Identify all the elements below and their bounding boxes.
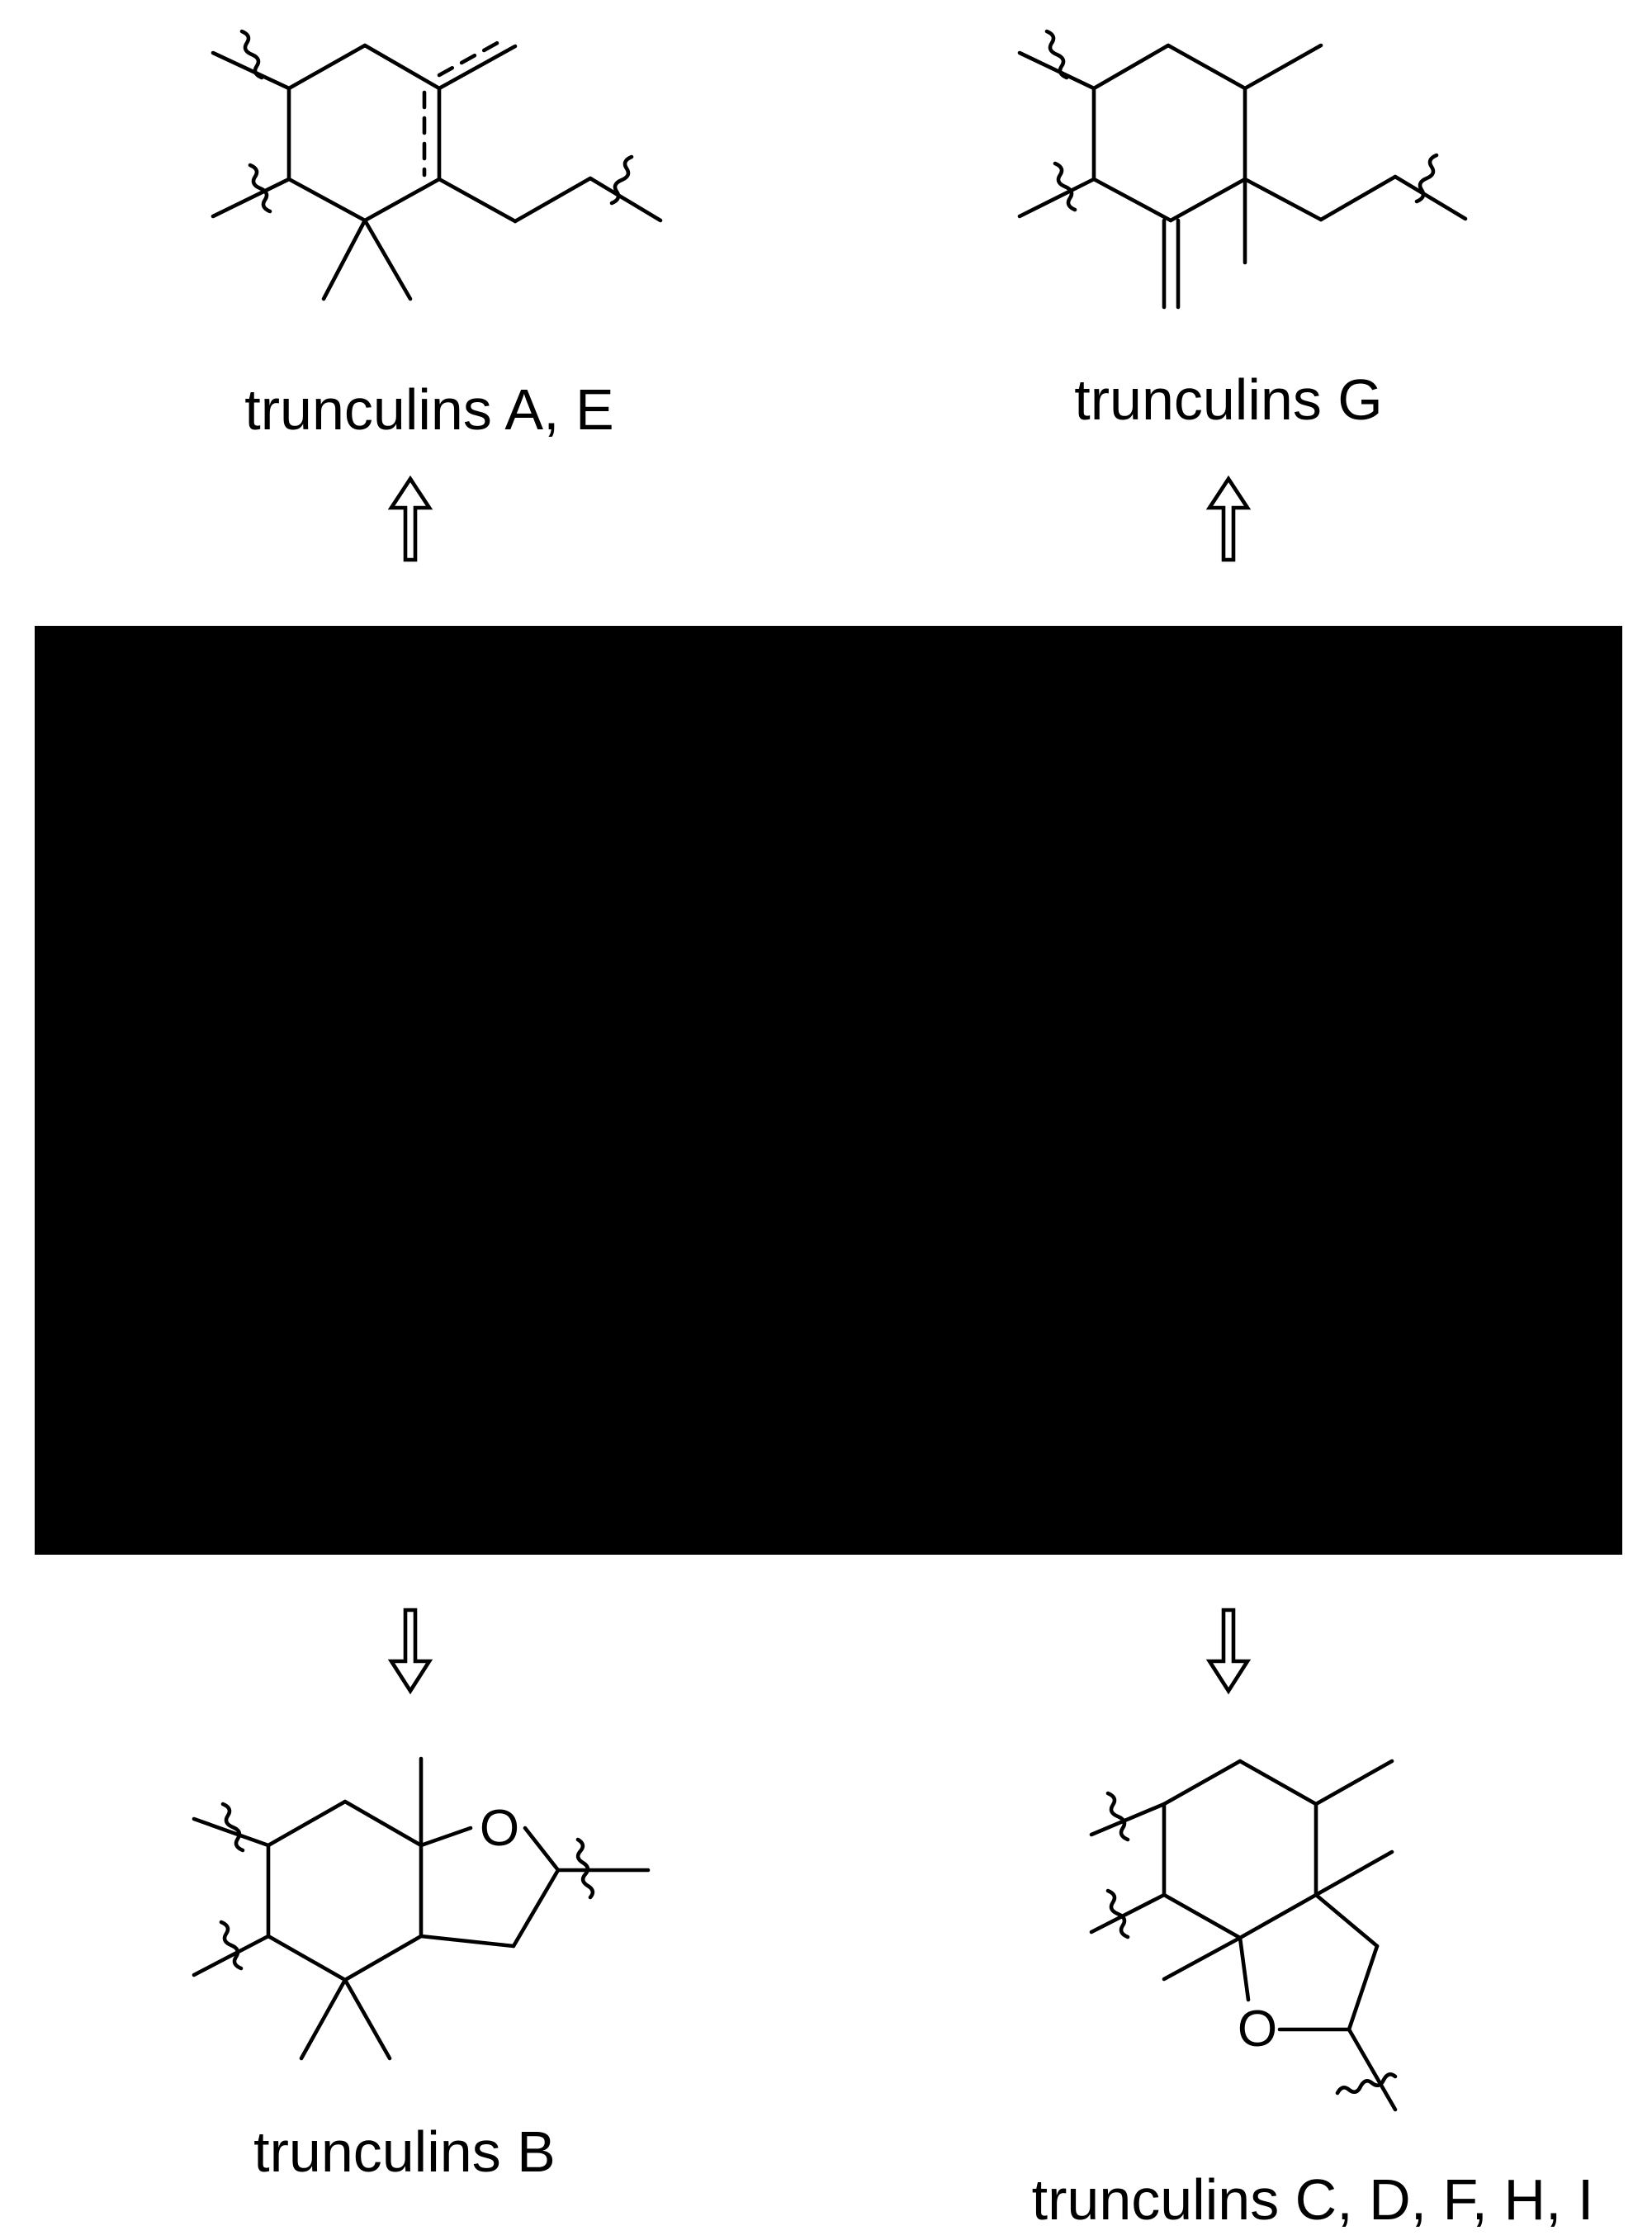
cation-1b xyxy=(910,704,1534,977)
cation-plus: + xyxy=(491,694,513,735)
oxygen-label: O xyxy=(1238,2001,1277,2058)
open-arrow-down-left xyxy=(387,1608,433,1695)
open-arrow-up-right xyxy=(1205,475,1252,562)
cation-2b xyxy=(916,1240,1538,1512)
label-trunculins-b: trunculins B xyxy=(253,2119,556,2184)
label-trunculins-ae: trunculins A, E xyxy=(244,377,613,442)
hydroxyl-label: OH xyxy=(647,1244,724,1301)
hydroxyl-label: OH xyxy=(1444,1263,1521,1320)
reaction-arrow-down-right xyxy=(1209,1009,1234,1144)
cation-2a xyxy=(121,1218,741,1478)
equilibrium-arrows-2 xyxy=(753,1301,892,1338)
cation-plus: + xyxy=(1221,1359,1243,1399)
dashed-frame xyxy=(35,626,1622,1555)
label-trunculins-cdfhi: trunculins C, D, F, H, I xyxy=(1032,2167,1594,2232)
cation-plus: + xyxy=(491,1206,513,1247)
open-arrow-down-right xyxy=(1205,1608,1252,1695)
open-arrow-up-left xyxy=(387,475,433,562)
structure-trunculins-ae xyxy=(211,29,663,301)
cation-1a xyxy=(121,704,741,964)
structure-trunculins-cdfhi xyxy=(1089,1759,1398,2112)
label-trunculins-g: trunculins G xyxy=(1074,367,1382,432)
oxygen-label: O xyxy=(480,1800,519,1857)
structure-trunculins-b xyxy=(192,1756,651,2061)
cation-plus: + xyxy=(1214,831,1235,871)
structure-trunculins-g xyxy=(1017,29,1468,310)
equilibrium-arrows-1 xyxy=(761,784,898,821)
reaction-arrow-down-left xyxy=(367,1009,392,1144)
